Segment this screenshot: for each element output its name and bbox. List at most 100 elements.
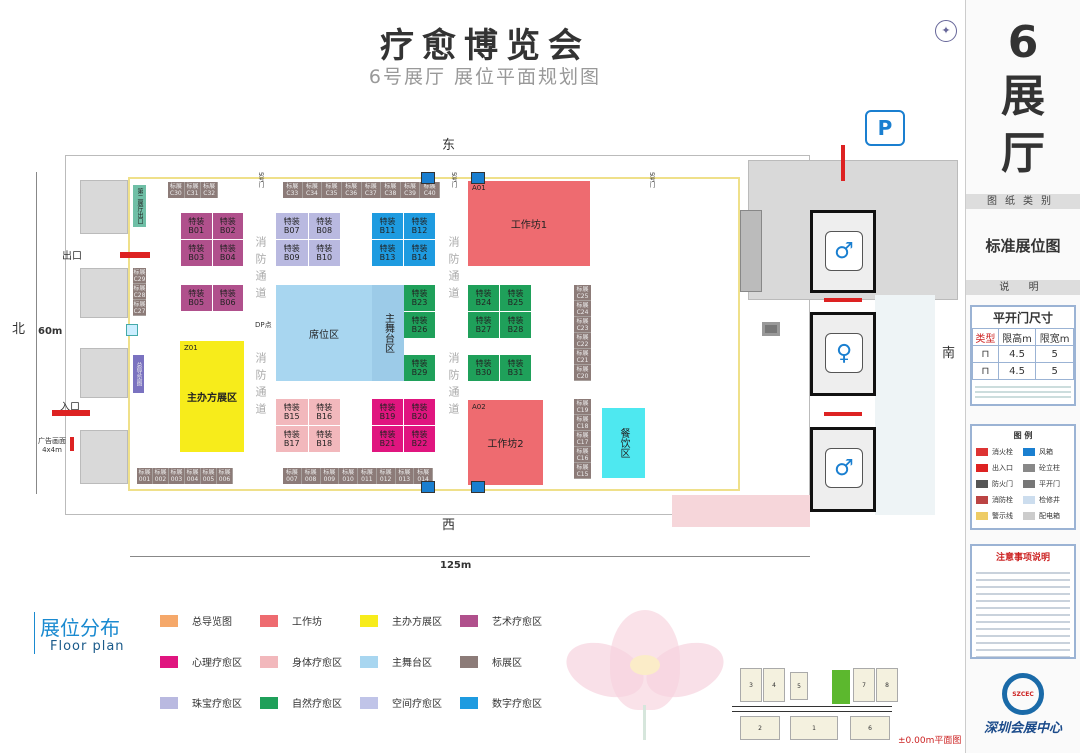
restroom-female[interactable]: ♀ xyxy=(810,312,876,396)
restroom-male[interactable]: ♂ xyxy=(810,427,876,512)
booth-code: B22 xyxy=(411,439,428,448)
seating-area[interactable]: 席位区 xyxy=(276,285,372,381)
booth-type: 标展 xyxy=(133,268,146,276)
passage-arrow xyxy=(841,145,845,181)
booth-type: 特装 xyxy=(411,244,428,253)
dining-area[interactable]: 餐饮区 xyxy=(602,408,645,478)
booth-code: C16 xyxy=(576,454,589,462)
legend-item: 珠宝疗愈区 xyxy=(160,695,260,710)
booth-code: B23 xyxy=(411,298,428,307)
booth-code: B12 xyxy=(411,226,428,235)
legend-label: 身体疗愈区 xyxy=(292,658,342,669)
restroom-male[interactable]: ♂ xyxy=(810,210,876,293)
pillar-icon xyxy=(762,322,780,336)
col-header: 限宽m xyxy=(1035,328,1074,346)
zone-a01[interactable]: A01 工作坊1 xyxy=(468,181,590,266)
zone-a02[interactable]: A02 工作坊2 xyxy=(468,400,543,485)
main-stage[interactable]: 主舞台区 xyxy=(372,285,404,381)
legend-swatch xyxy=(160,696,178,709)
booth-type: 特装 xyxy=(316,430,333,439)
mini-map-hall-number: 3 xyxy=(749,681,753,689)
mini-map-hall: 5 xyxy=(790,672,808,700)
booth-code: C22 xyxy=(576,340,589,348)
service-block xyxy=(80,268,128,318)
legend-label: 空间疗愈区 xyxy=(392,699,442,710)
booth-code: C40 xyxy=(423,190,436,197)
zone-z01[interactable]: Z01 主办方展区 xyxy=(180,341,244,452)
booth-type: 标展 xyxy=(345,183,358,190)
